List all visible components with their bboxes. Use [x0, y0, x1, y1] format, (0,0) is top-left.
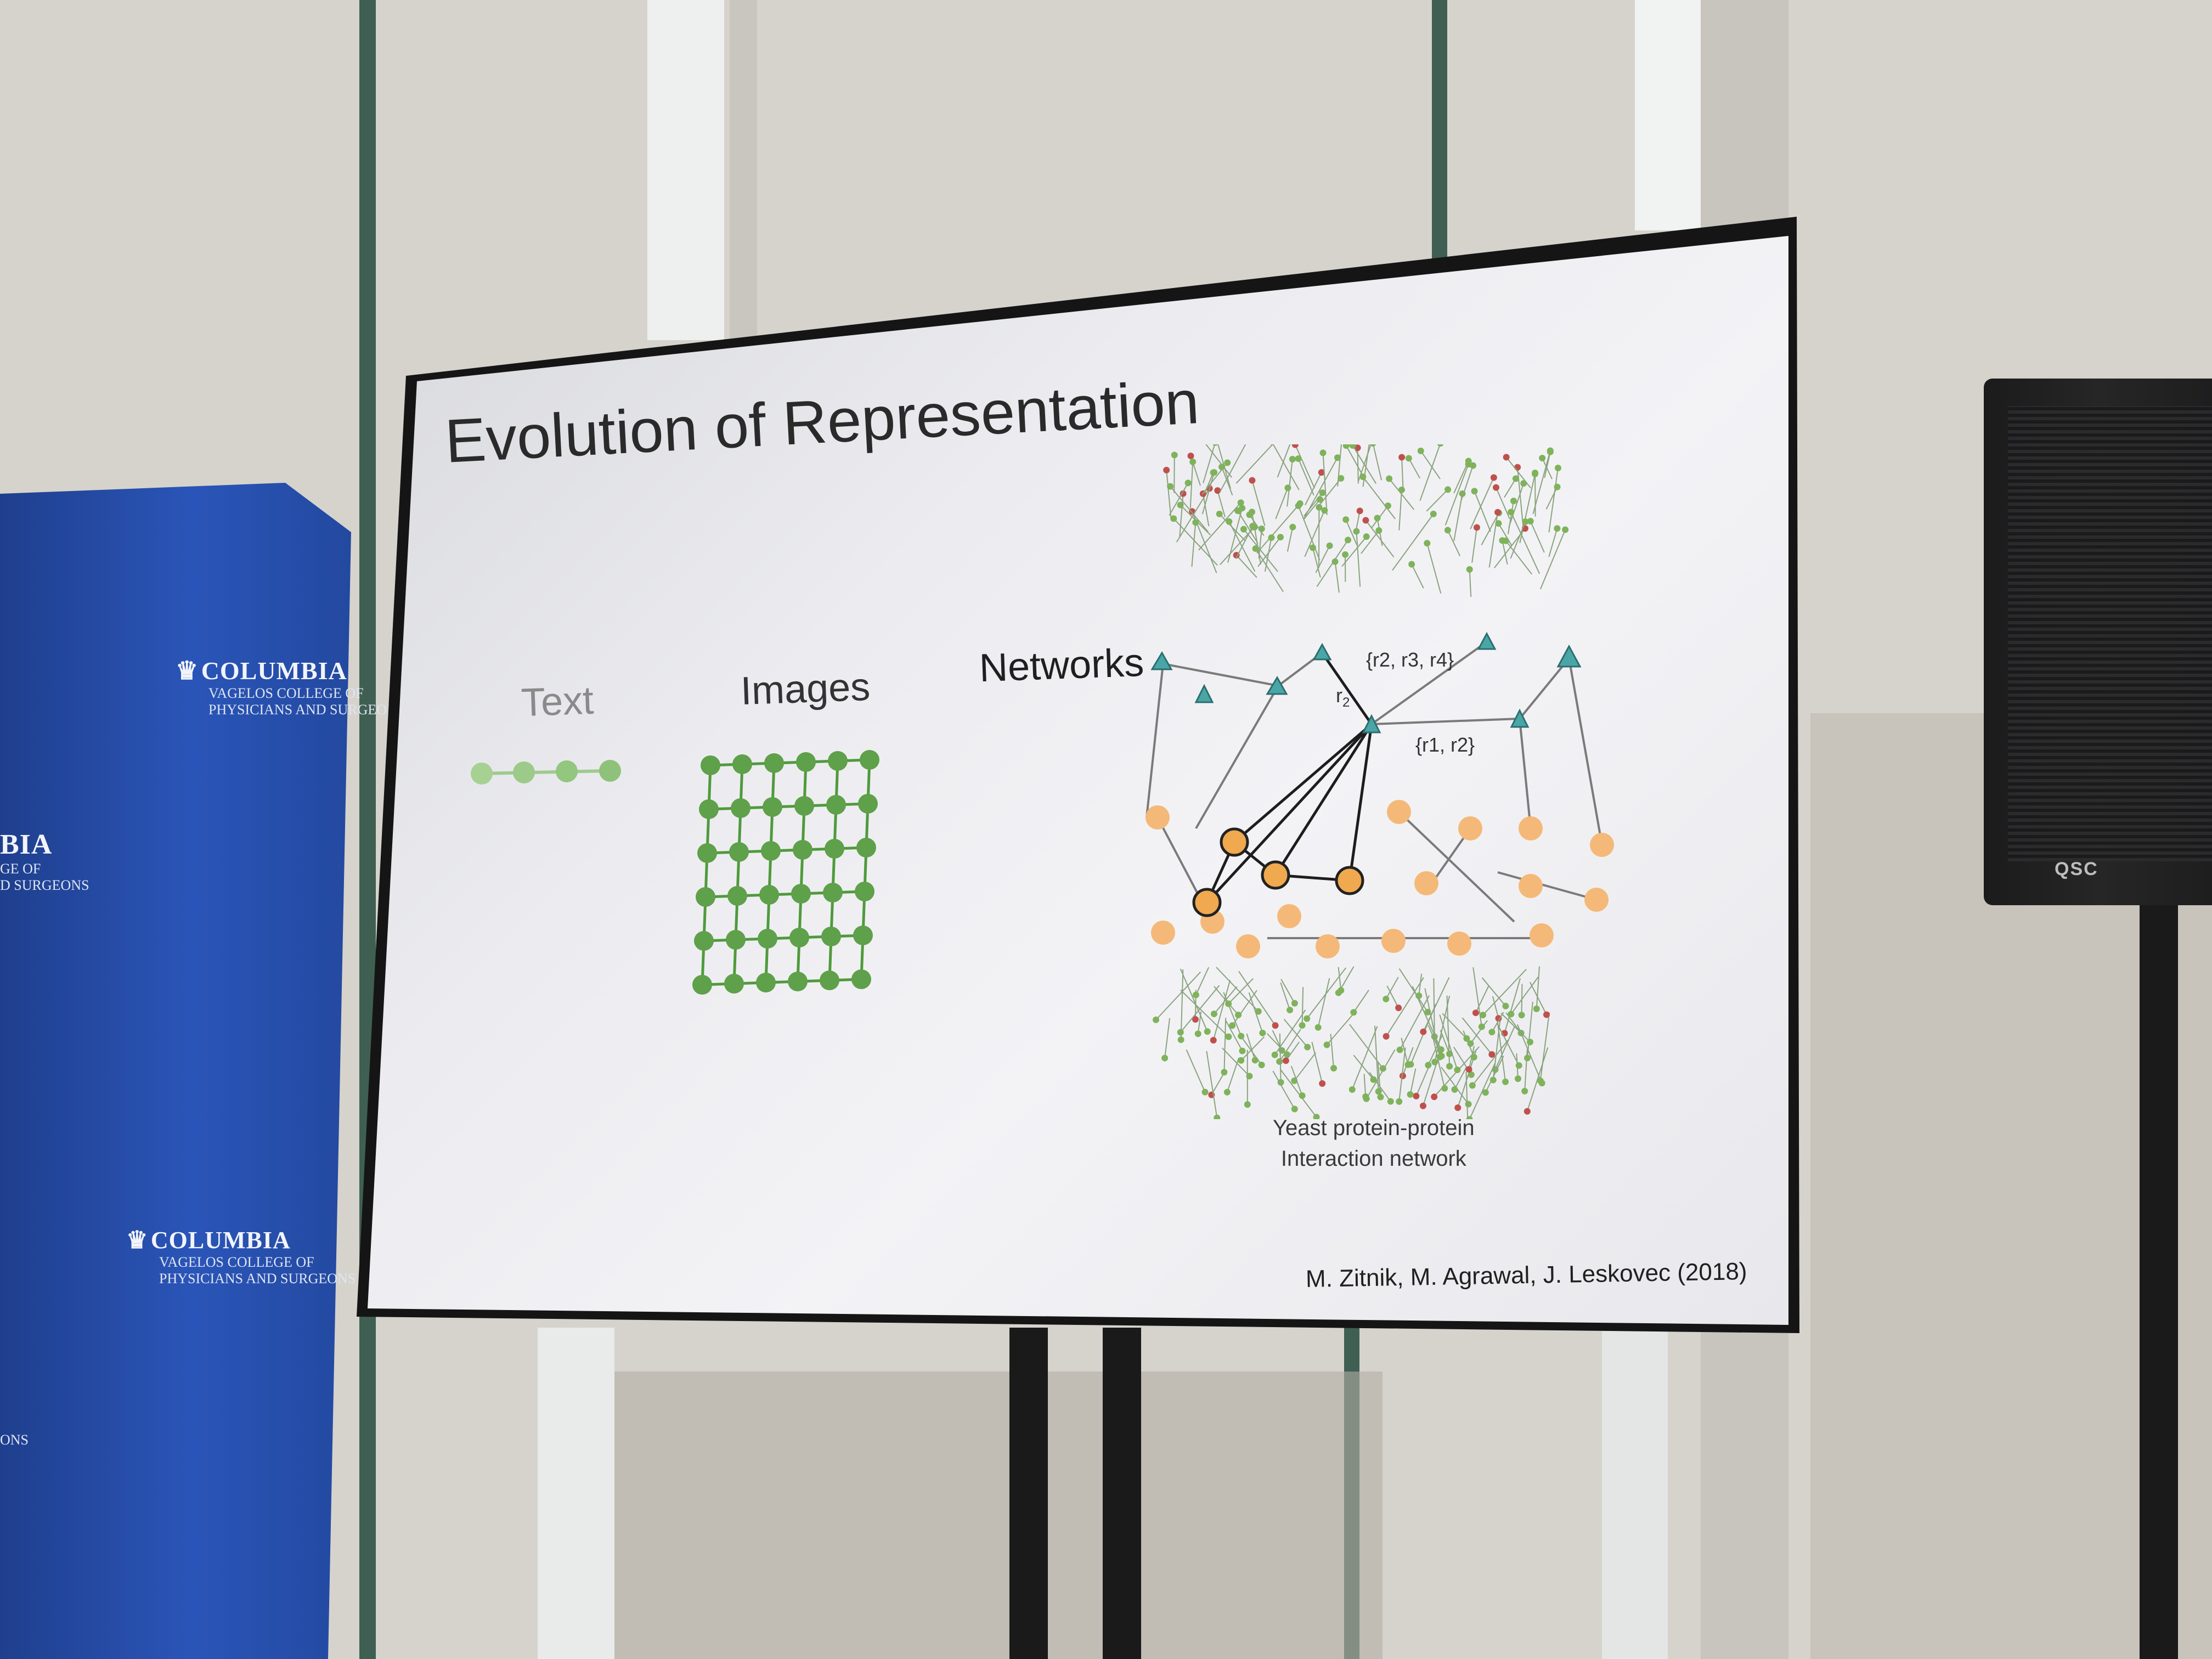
caption-line-2: Interaction network	[1280, 1147, 1466, 1171]
grid-node	[791, 884, 811, 904]
orange-protein-nodes	[1146, 800, 1614, 958]
grid-node	[701, 755, 720, 775]
chain-node	[599, 760, 621, 782]
speaker-brand-label: QSC	[2055, 859, 2098, 879]
grid-node	[823, 883, 843, 902]
grid-node	[759, 885, 779, 905]
speaker-grille	[2008, 406, 2212, 861]
grid-node	[788, 972, 808, 991]
grid-node	[763, 797, 782, 817]
monitor-stand-right	[1103, 1328, 1141, 1659]
logo-subline-partial: ONS	[0, 1432, 29, 1448]
panel-label-images: Images	[740, 664, 871, 714]
chain-node	[513, 761, 535, 783]
green-cluster-top	[1163, 444, 1569, 597]
grid-node	[761, 841, 781, 861]
columbia-logo-partial: BIA GE OF D SURGEONS	[0, 828, 89, 894]
monitor-stand-left	[1009, 1328, 1048, 1659]
logo-subline: PHYSICIANS AND SURGEONS	[159, 1271, 356, 1286]
relation-r2: r2	[1336, 684, 1350, 710]
columbia-wordmark-partial: BIA	[0, 829, 53, 860]
grid-node	[732, 754, 752, 774]
grid-node	[764, 753, 784, 773]
grid-node	[724, 974, 744, 994]
grid-node	[826, 795, 846, 815]
grid-node	[731, 798, 751, 818]
grid-node	[821, 927, 841, 946]
columbia-logo-bottom: ♛ COLUMBIA VAGELOS COLLEGE OF PHYSICIANS…	[126, 1226, 356, 1287]
columbia-banner	[0, 483, 351, 1659]
chain-node	[471, 763, 493, 785]
grid-node	[856, 838, 876, 857]
crown-icon: ♛	[126, 1227, 149, 1254]
grid-node	[828, 751, 848, 771]
grid-node	[855, 882, 874, 901]
image-grid-graph	[692, 750, 879, 995]
grid-node	[825, 839, 844, 859]
slide-screen	[368, 236, 1788, 1325]
grid-node	[860, 750, 879, 770]
grid-node	[729, 842, 749, 862]
chain-node	[556, 760, 578, 782]
logo-subline: VAGELOS COLLEGE OF	[208, 685, 364, 701]
logo-subline: D SURGEONS	[0, 877, 89, 893]
green-cluster-bottom	[1153, 966, 1550, 1119]
columbia-wordmark: COLUMBIA	[201, 657, 347, 685]
grid-node	[697, 843, 717, 863]
grid-node	[727, 886, 747, 906]
relation-set-r234: {r2, r3, r4}	[1366, 648, 1454, 671]
grid-node	[858, 794, 878, 814]
columbia-logo-top: ♛ COLUMBIA VAGELOS COLLEGE OF PHYSICIANS…	[176, 656, 405, 718]
highlighted-protein-nodes	[1192, 827, 1364, 917]
panel-label-text: Text	[520, 678, 595, 725]
grid-node	[758, 929, 777, 949]
grid-node	[851, 969, 871, 989]
grid-node	[793, 840, 812, 860]
grid-node	[699, 799, 719, 819]
crown-icon: ♛	[176, 657, 199, 685]
grid-node	[794, 796, 814, 816]
grid-node	[820, 970, 839, 990]
grid-node	[756, 973, 776, 992]
text-chain-graph	[471, 760, 621, 785]
highlighted-edges	[1205, 652, 1373, 904]
relation-labels: r2 {r2, r3, r4} {r1, r2}	[1336, 648, 1475, 756]
grid-node	[726, 930, 746, 950]
relation-set-r12: {r1, r2}	[1415, 733, 1475, 756]
drug-triangle-nodes	[1150, 631, 1582, 733]
protein-network-graph: r2 {r2, r3, r4} {r1, r2}	[1146, 444, 1614, 1119]
grid-node	[696, 887, 715, 907]
grid-node	[853, 926, 873, 945]
grid-node	[692, 975, 712, 995]
caption-line-1: Yeast protein-protein	[1273, 1116, 1475, 1140]
speaker-stand	[2140, 905, 2178, 1659]
grid-node	[789, 928, 809, 947]
grid-node	[796, 752, 816, 772]
network-caption: Yeast protein-protein Interaction networ…	[1273, 1113, 1475, 1174]
columbia-wordmark: COLUMBIA	[150, 1227, 291, 1254]
grid-node	[694, 931, 714, 951]
logo-subline: VAGELOS COLLEGE OF	[159, 1254, 314, 1270]
logo-subline: PHYSICIANS AND SURGEONS	[208, 702, 405, 718]
logo-subline: GE OF	[0, 861, 41, 877]
